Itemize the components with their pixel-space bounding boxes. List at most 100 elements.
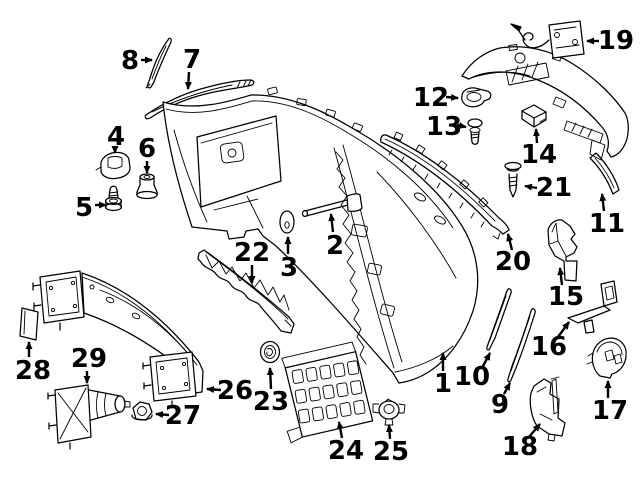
callout-number-25: 25 [373, 437, 409, 467]
part-26-impact-bar [32, 270, 204, 409]
callout-number-21: 21 [536, 173, 572, 203]
callout-13[interactable]: 13 [426, 112, 467, 142]
callout-number-15: 15 [548, 282, 584, 312]
callout-arrow-27 [155, 411, 170, 419]
callout-17[interactable]: 17 [592, 380, 628, 426]
part-4-clip [95, 151, 131, 180]
callout-number-6: 6 [138, 134, 156, 164]
callout-arrow-25 [386, 424, 393, 440]
callout-24[interactable]: 24 [328, 421, 364, 466]
callout-number-4: 4 [107, 122, 125, 152]
callout-8[interactable]: 8 [121, 46, 153, 76]
callout-number-17: 17 [592, 396, 628, 426]
callout-21[interactable]: 21 [524, 173, 572, 203]
callout-11[interactable]: 11 [589, 193, 625, 239]
part-27-flange-nut [131, 401, 153, 421]
callout-number-29: 29 [71, 344, 107, 374]
callout-number-24: 24 [328, 436, 364, 466]
callout-number-27: 27 [165, 401, 201, 431]
callout-28[interactable]: 28 [15, 341, 51, 386]
callout-14[interactable]: 14 [521, 128, 557, 170]
callout-12[interactable]: 12 [413, 83, 459, 113]
callout-arrow-15 [557, 267, 565, 286]
callout-29[interactable]: 29 [71, 344, 107, 384]
callout-arrow-21 [524, 183, 538, 191]
callout-3[interactable]: 3 [280, 236, 298, 283]
callout-number-8: 8 [121, 46, 139, 76]
callout-arrow-24 [336, 421, 344, 439]
part-13-screw [467, 118, 483, 145]
callout-number-23: 23 [253, 387, 289, 417]
callout-arrow-11 [599, 193, 607, 212]
callout-arrow-23 [266, 367, 274, 390]
part-28-pad [19, 307, 39, 341]
callout-9[interactable]: 9 [491, 382, 512, 420]
part-6-push-nut [136, 173, 158, 200]
callout-number-5: 5 [75, 193, 93, 223]
callout-10[interactable]: 10 [454, 352, 492, 392]
callout-number-10: 10 [454, 362, 490, 392]
part-1-bumper-cover [162, 86, 479, 384]
callout-arrow-9 [502, 382, 512, 395]
callout-25[interactable]: 25 [373, 424, 409, 467]
callout-number-20: 20 [495, 247, 531, 277]
callout-7[interactable]: 7 [183, 45, 201, 90]
callout-arrow-20 [506, 233, 514, 251]
callout-arrow-18 [528, 423, 541, 438]
part-valance-shell [461, 44, 629, 161]
part-21-rivet [504, 161, 522, 198]
callout-6[interactable]: 6 [138, 134, 156, 174]
callout-26[interactable]: 26 [206, 376, 253, 406]
callout-number-14: 14 [521, 140, 557, 170]
callout-arrow-16 [557, 321, 570, 338]
callout-4[interactable]: 4 [107, 122, 125, 154]
callout-number-12: 12 [413, 83, 449, 113]
callout-number-13: 13 [426, 112, 462, 142]
part-7-molding-strip [144, 79, 255, 120]
callout-arrow-13 [456, 122, 467, 129]
part-11-end-trim [589, 152, 620, 195]
callout-20[interactable]: 20 [495, 233, 531, 277]
callout-number-11: 11 [589, 209, 625, 239]
callout-arrow-26 [206, 386, 222, 393]
part-15-bracket [547, 219, 578, 282]
callout-arrow-2 [328, 213, 336, 233]
part-19-bracket [510, 20, 585, 59]
callout-number-7: 7 [183, 45, 201, 75]
part-8-finisher-strip [145, 37, 172, 89]
part-12-clip [461, 87, 492, 108]
callout-number-26: 26 [217, 376, 253, 406]
part-24-mount-panel [281, 341, 374, 444]
callout-2[interactable]: 2 [326, 213, 344, 261]
callout-27[interactable]: 27 [155, 401, 201, 431]
callout-number-19: 19 [598, 26, 634, 56]
callout-number-2: 2 [326, 231, 344, 261]
part-17-retainer [586, 337, 627, 379]
callout-arrow-10 [480, 352, 492, 369]
callout-15[interactable]: 15 [548, 267, 584, 312]
callout-1[interactable]: 1 [434, 352, 452, 399]
callout-16[interactable]: 16 [531, 321, 570, 362]
part-29-adapter [47, 384, 131, 450]
callout-5[interactable]: 5 [75, 193, 107, 223]
callout-19[interactable]: 19 [586, 26, 634, 56]
part-3-grommet [279, 210, 295, 234]
callout-number-9: 9 [491, 390, 509, 420]
part-25-retaining-nut [372, 398, 406, 426]
callout-number-28: 28 [15, 356, 51, 386]
callout-number-3: 3 [280, 253, 298, 283]
part-14-sensor [521, 104, 547, 128]
part-10-trim-strip [486, 288, 512, 351]
part-20-lower-trim-strip [380, 131, 510, 240]
part-9-trim-strip [507, 308, 536, 383]
callout-22[interactable]: 22 [234, 238, 270, 284]
callout-number-16: 16 [531, 332, 567, 362]
part-2-rod [301, 193, 363, 218]
callout-18[interactable]: 18 [502, 423, 541, 462]
part-23-plug [259, 340, 281, 364]
part-16-bracket [567, 280, 618, 334]
callout-23[interactable]: 23 [253, 367, 289, 417]
